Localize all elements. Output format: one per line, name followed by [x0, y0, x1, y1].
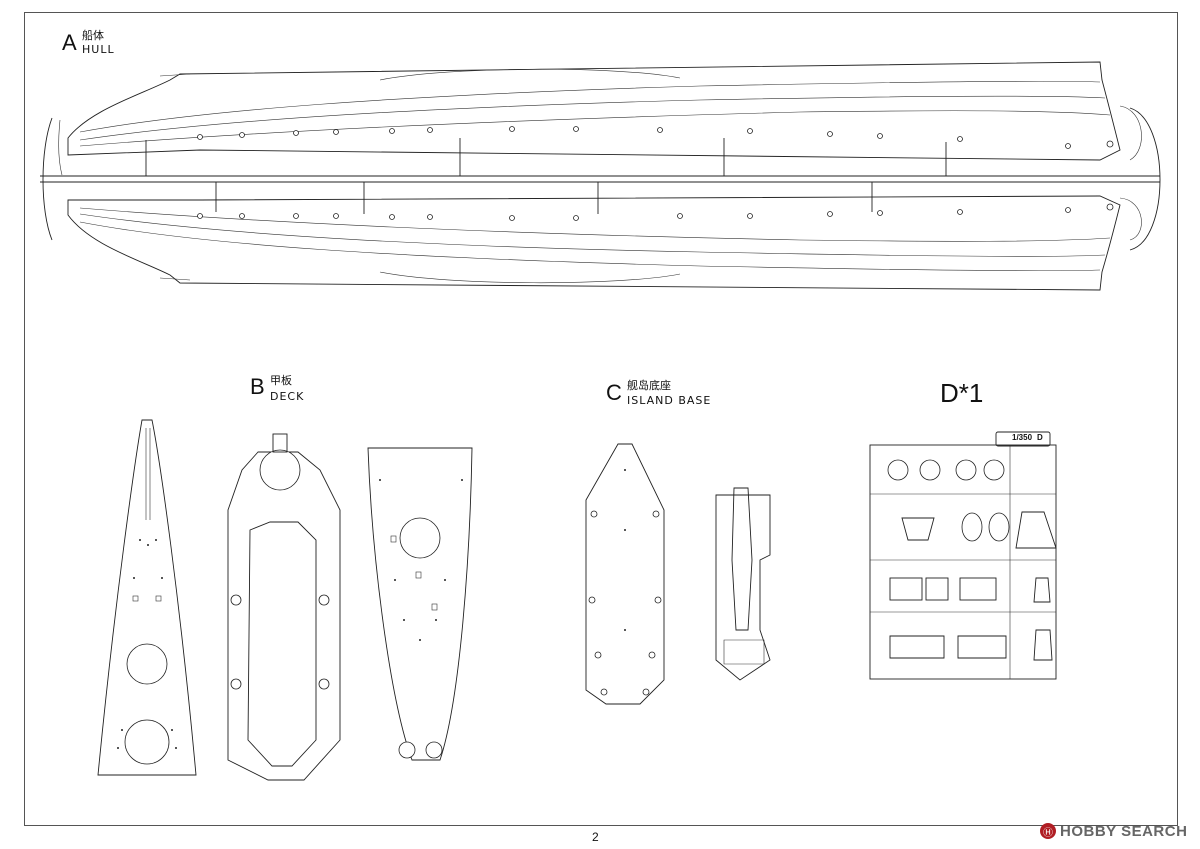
hull-lower-half — [67, 195, 1142, 291]
watermark-text: HOBBY SEARCH — [1060, 822, 1188, 840]
island-base-main — [585, 443, 665, 705]
hull-sprue-frame — [40, 107, 1161, 251]
deck-mid-frame — [227, 433, 341, 781]
hull-upper-half — [58, 61, 1142, 176]
sprue-d-parts — [887, 459, 1057, 661]
hull-port-holes — [197, 126, 1114, 221]
section-en-deck: DECK — [270, 390, 305, 403]
section-zh-deck: 甲板 — [270, 374, 292, 387]
sprue-d-runners — [869, 431, 1057, 680]
watermark-logo-icon: Ⓗ — [1040, 823, 1056, 839]
section-en-hull: HULL — [82, 43, 115, 56]
section-letter-b: B — [250, 374, 265, 399]
sprue-letter-tag: D — [1037, 433, 1043, 442]
section-zh-hull: 船体 — [82, 29, 104, 42]
page-frame — [24, 12, 1178, 826]
section-letter-c: C — [606, 380, 622, 405]
section-en-island: ISLAND BASE — [627, 394, 712, 407]
section-letter-a: A — [62, 30, 77, 55]
section-zh-island: 舰岛底座 — [627, 379, 671, 392]
watermark: Ⓗ HOBBY SEARCH — [1040, 820, 1187, 842]
sprue-d-title: D*1 — [940, 378, 984, 408]
page-number: 2 — [592, 830, 599, 844]
deck-aft-part — [367, 447, 473, 761]
sprue-scale-tag: 1/350 — [1012, 433, 1033, 442]
deck-bow-part — [97, 419, 197, 776]
island-base-frame — [715, 487, 771, 681]
